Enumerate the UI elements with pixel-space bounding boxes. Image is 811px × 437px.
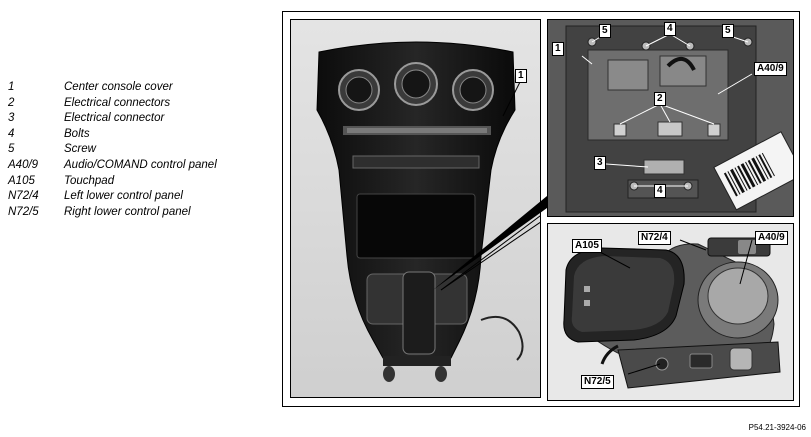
legend-key: N72/4 [8, 190, 39, 203]
legend-key: 3 [8, 112, 15, 125]
callout-1: 1 [552, 42, 564, 56]
callout-n72-5: N72/5 [581, 375, 614, 389]
figure-frame: 1 [282, 11, 800, 407]
legend-row-2: 2 Electrical connectors [8, 96, 268, 112]
center-console-photo: 1 [290, 19, 541, 398]
legend-row-6: A40/9 Audio/COMAND control panel [8, 158, 268, 174]
callout-a105: A105 [572, 239, 602, 253]
callout-5: 5 [599, 24, 611, 38]
legend-text: Audio/COMAND control panel [64, 158, 217, 171]
legend-row-9: N72/5 Right lower control panel [8, 205, 268, 221]
callout-3: 3 [594, 156, 606, 170]
callout-a40-9: A40/9 [754, 62, 787, 76]
controls-illustration [548, 224, 793, 400]
legend-row-4: 4 Bolts [8, 127, 268, 143]
center-console-illustration [291, 20, 540, 397]
callout-5: 5 [722, 24, 734, 38]
legend-row-7: A105 Touchpad [8, 174, 268, 190]
legend-text: Bolts [64, 127, 90, 140]
legend-text: Center console cover [64, 81, 173, 93]
legend: 1 Center console cover 2 Electrical conn… [8, 80, 268, 220]
connectors-illustration [548, 20, 793, 216]
legend-key: A40/9 [8, 158, 39, 171]
legend-row-8: N72/4 Left lower control panel [8, 189, 268, 205]
legend-text: Electrical connectors [64, 96, 171, 109]
legend-key: 5 [8, 143, 15, 156]
legend-text: Left lower control panel [64, 190, 183, 203]
legend-row-5: 5 Screw [8, 142, 268, 158]
callout-1: 1 [515, 69, 527, 83]
legend-text: Right lower control panel [64, 205, 191, 218]
legend-key: N72/5 [8, 205, 39, 218]
callout-n72-4: N72/4 [638, 231, 671, 245]
detail-controls-photo: A105 N72/4 A40/9 N72/5 [547, 223, 794, 401]
callout-4: 4 [654, 184, 666, 198]
callout-4: 4 [664, 22, 676, 36]
callout-a40-9: A40/9 [755, 231, 788, 245]
detail-connectors-photo: 1 5 4 5 A40/9 2 3 4 [547, 19, 794, 217]
legend-text: Touchpad [64, 174, 115, 187]
legend-row-3: 3 Electrical connector [8, 111, 268, 127]
legend-key: A105 [8, 174, 35, 187]
legend-key: 2 [8, 96, 15, 109]
legend-key: 1 [8, 81, 15, 93]
callout-2: 2 [654, 92, 666, 106]
legend-text: Electrical connector [64, 112, 165, 125]
zoom-pointer [433, 196, 547, 290]
legend-row-1: 1 Center console cover [8, 80, 268, 96]
legend-key: 4 [8, 127, 15, 140]
figure-reference-code: P54.21-3924-06 [748, 423, 806, 432]
legend-text: Screw [64, 143, 96, 156]
